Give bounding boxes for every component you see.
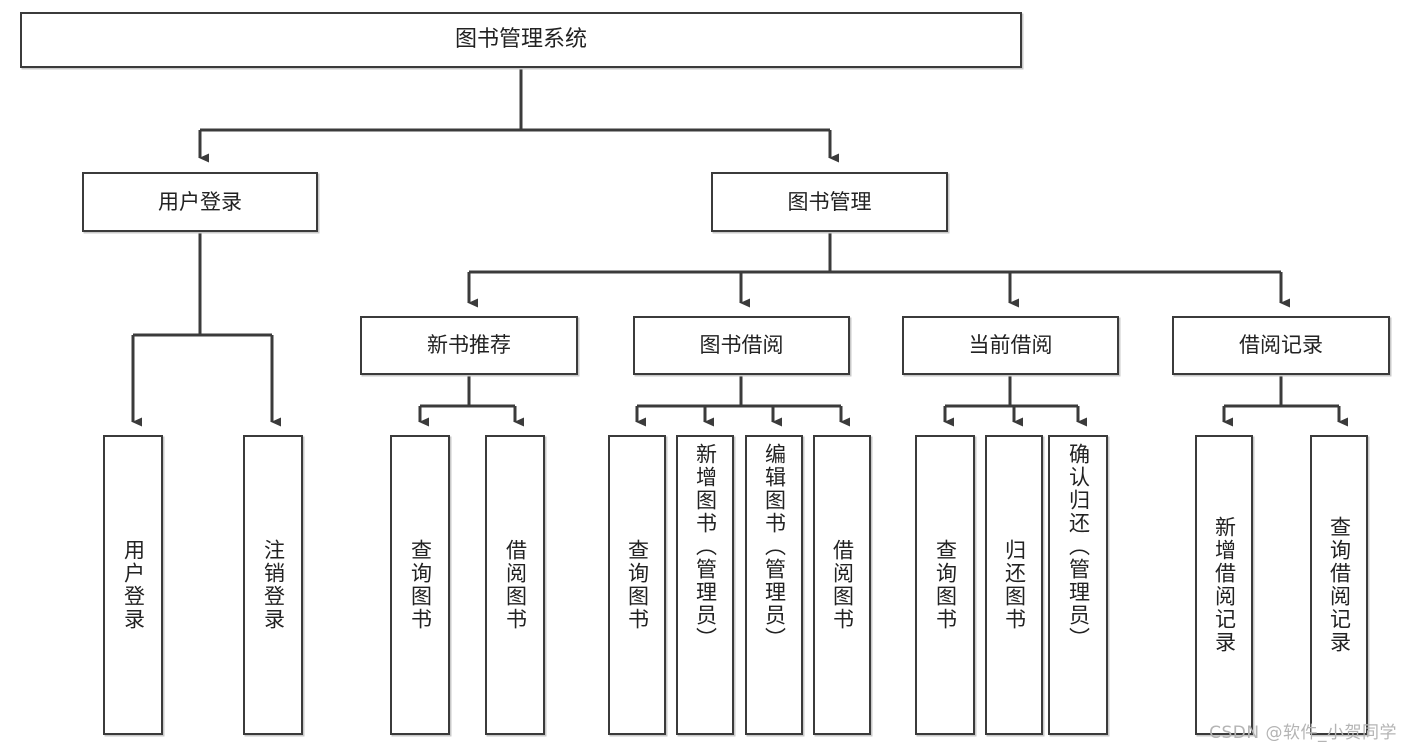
watermark: CSDN @软件_小贺同学: [1209, 723, 1397, 743]
leaf-book-borrow-borrow[interactable]: 借阅图书: [813, 435, 871, 735]
leaf-current-borrow-return-label: 归还图书: [1002, 539, 1027, 631]
leaf-user-login-logout-label: 注销登录: [261, 539, 286, 631]
node-root-label: 图书管理系统: [454, 27, 587, 53]
node-user-login[interactable]: 用户登录: [82, 172, 318, 232]
leaf-current-borrow-confirm-label: 确认归还（管理员）: [1066, 443, 1091, 650]
leaf-record-add-label: 新增借阅记录: [1212, 516, 1237, 654]
node-book-manage[interactable]: 图书管理: [711, 172, 948, 232]
leaf-current-borrow-query-label: 查询图书: [933, 539, 958, 631]
node-borrow-record[interactable]: 借阅记录: [1172, 316, 1390, 375]
node-current-borrow-label: 当前借阅: [968, 333, 1053, 358]
leaf-new-book-borrow[interactable]: 借阅图书: [485, 435, 545, 735]
node-new-book-recommend-label: 新书推荐: [427, 333, 511, 358]
node-user-login-label: 用户登录: [158, 189, 242, 214]
leaf-book-borrow-edit[interactable]: 编辑图书（管理员）: [745, 435, 803, 735]
node-book-borrow[interactable]: 图书借阅: [633, 316, 850, 375]
leaf-current-borrow-query[interactable]: 查询图书: [915, 435, 975, 735]
leaf-record-query[interactable]: 查询借阅记录: [1310, 435, 1368, 735]
node-new-book-recommend[interactable]: 新书推荐: [360, 316, 578, 375]
leaf-book-borrow-add[interactable]: 新增图书（管理员）: [676, 435, 734, 735]
leaf-book-borrow-edit-label: 编辑图书（管理员）: [762, 443, 787, 650]
node-book-manage-label: 图书管理: [787, 189, 872, 214]
leaf-book-borrow-borrow-label: 借阅图书: [830, 539, 855, 631]
node-borrow-record-label: 借阅记录: [1239, 333, 1323, 358]
leaf-user-login-login[interactable]: 用户登录: [103, 435, 163, 735]
leaf-book-borrow-query-label: 查询图书: [625, 539, 650, 631]
leaf-book-borrow-add-label: 新增图书（管理员）: [693, 443, 718, 650]
leaf-user-login-logout[interactable]: 注销登录: [243, 435, 303, 735]
leaf-book-borrow-query[interactable]: 查询图书: [608, 435, 666, 735]
leaf-current-borrow-return[interactable]: 归还图书: [985, 435, 1043, 735]
leaf-current-borrow-confirm[interactable]: 确认归还（管理员）: [1048, 435, 1108, 735]
leaf-new-book-query-label: 查询图书: [408, 539, 433, 631]
node-book-borrow-label: 图书借阅: [699, 333, 784, 358]
leaf-record-query-label: 查询借阅记录: [1327, 516, 1352, 654]
leaf-user-login-login-label: 用户登录: [121, 539, 146, 631]
leaf-new-book-borrow-label: 借阅图书: [503, 539, 528, 631]
leaf-record-add[interactable]: 新增借阅记录: [1195, 435, 1253, 735]
leaf-new-book-query[interactable]: 查询图书: [390, 435, 450, 735]
node-root[interactable]: 图书管理系统: [20, 12, 1022, 68]
node-current-borrow[interactable]: 当前借阅: [902, 316, 1119, 375]
